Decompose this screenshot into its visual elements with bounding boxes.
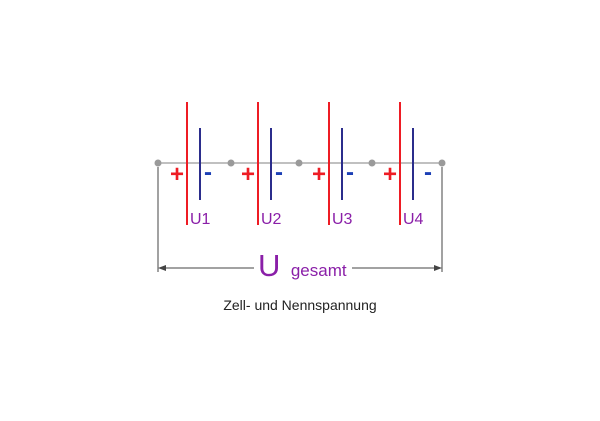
- cell-label-4: U4: [403, 211, 424, 228]
- plus-sign-3: +: [312, 161, 326, 188]
- plus-sign-2: +: [241, 161, 255, 188]
- cell-label-1: U1: [190, 211, 211, 228]
- junction-node-1: [227, 159, 235, 167]
- total-voltage-dimension: U gesamt: [157, 167, 443, 283]
- total-voltage-label: U gesamt: [258, 248, 347, 283]
- diagram-caption: Zell- und Nennspannung: [223, 297, 376, 313]
- junction-node-2: [295, 159, 303, 167]
- minus-sign-2: -: [275, 159, 283, 186]
- cell-2: + - U2: [241, 102, 283, 228]
- arrow-head-left-icon: [158, 265, 166, 271]
- minus-sign-3: -: [346, 159, 354, 186]
- cell-3: + - U3: [312, 102, 354, 228]
- minus-sign-4: -: [424, 159, 432, 186]
- minus-sign-1: -: [204, 159, 212, 186]
- total-voltage-symbol: U: [258, 248, 280, 283]
- plus-sign-4: +: [383, 161, 397, 188]
- plus-sign-1: +: [170, 161, 184, 188]
- cell-label-3: U3: [332, 211, 353, 228]
- cell-label-2: U2: [261, 211, 282, 228]
- arrow-head-right-icon: [434, 265, 442, 271]
- total-voltage-subscript: gesamt: [291, 261, 347, 280]
- cell-1: + - U1: [170, 102, 212, 228]
- cell-4: + - U4: [383, 102, 432, 228]
- terminal-node-right: [438, 159, 446, 167]
- junction-node-3: [368, 159, 376, 167]
- terminal-node-left: [154, 159, 162, 167]
